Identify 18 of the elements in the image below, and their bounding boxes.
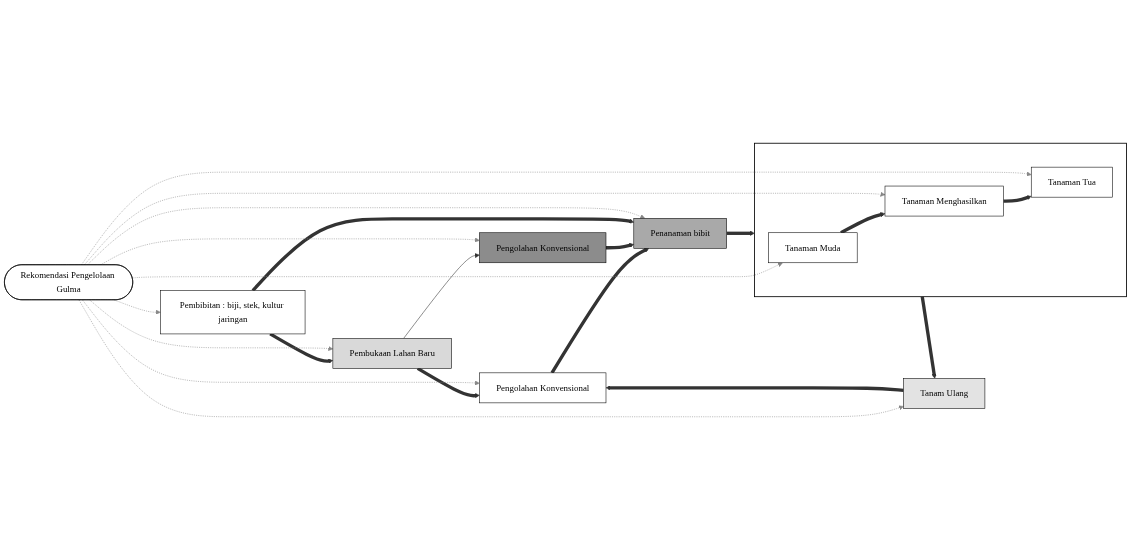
node-box: Pembibitan : biji, stek, kultur jaringan	[160, 290, 306, 335]
arrow	[920, 296, 937, 379]
arrow	[550, 247, 650, 374]
node-box: Tanaman Tua	[1030, 166, 1113, 198]
node-box: Tanaman Muda	[768, 232, 858, 264]
node-box: Tanam Ulang	[903, 378, 986, 409]
node-box: Tanaman Menghasilkan	[884, 185, 1004, 217]
arrow	[605, 385, 904, 392]
arrow	[1003, 195, 1032, 203]
node-box: Penanaman bibit	[633, 218, 727, 249]
arrow	[726, 230, 755, 236]
cluster	[754, 142, 1127, 298]
node-box: Pengolahan Konvensional	[479, 372, 607, 404]
arrow	[251, 217, 634, 292]
arrow	[269, 332, 334, 364]
node-box: Pengolahan Konvensional	[479, 232, 607, 264]
node-box: Pembukaan Lahan Baru	[332, 338, 452, 369]
arrow	[606, 243, 634, 250]
